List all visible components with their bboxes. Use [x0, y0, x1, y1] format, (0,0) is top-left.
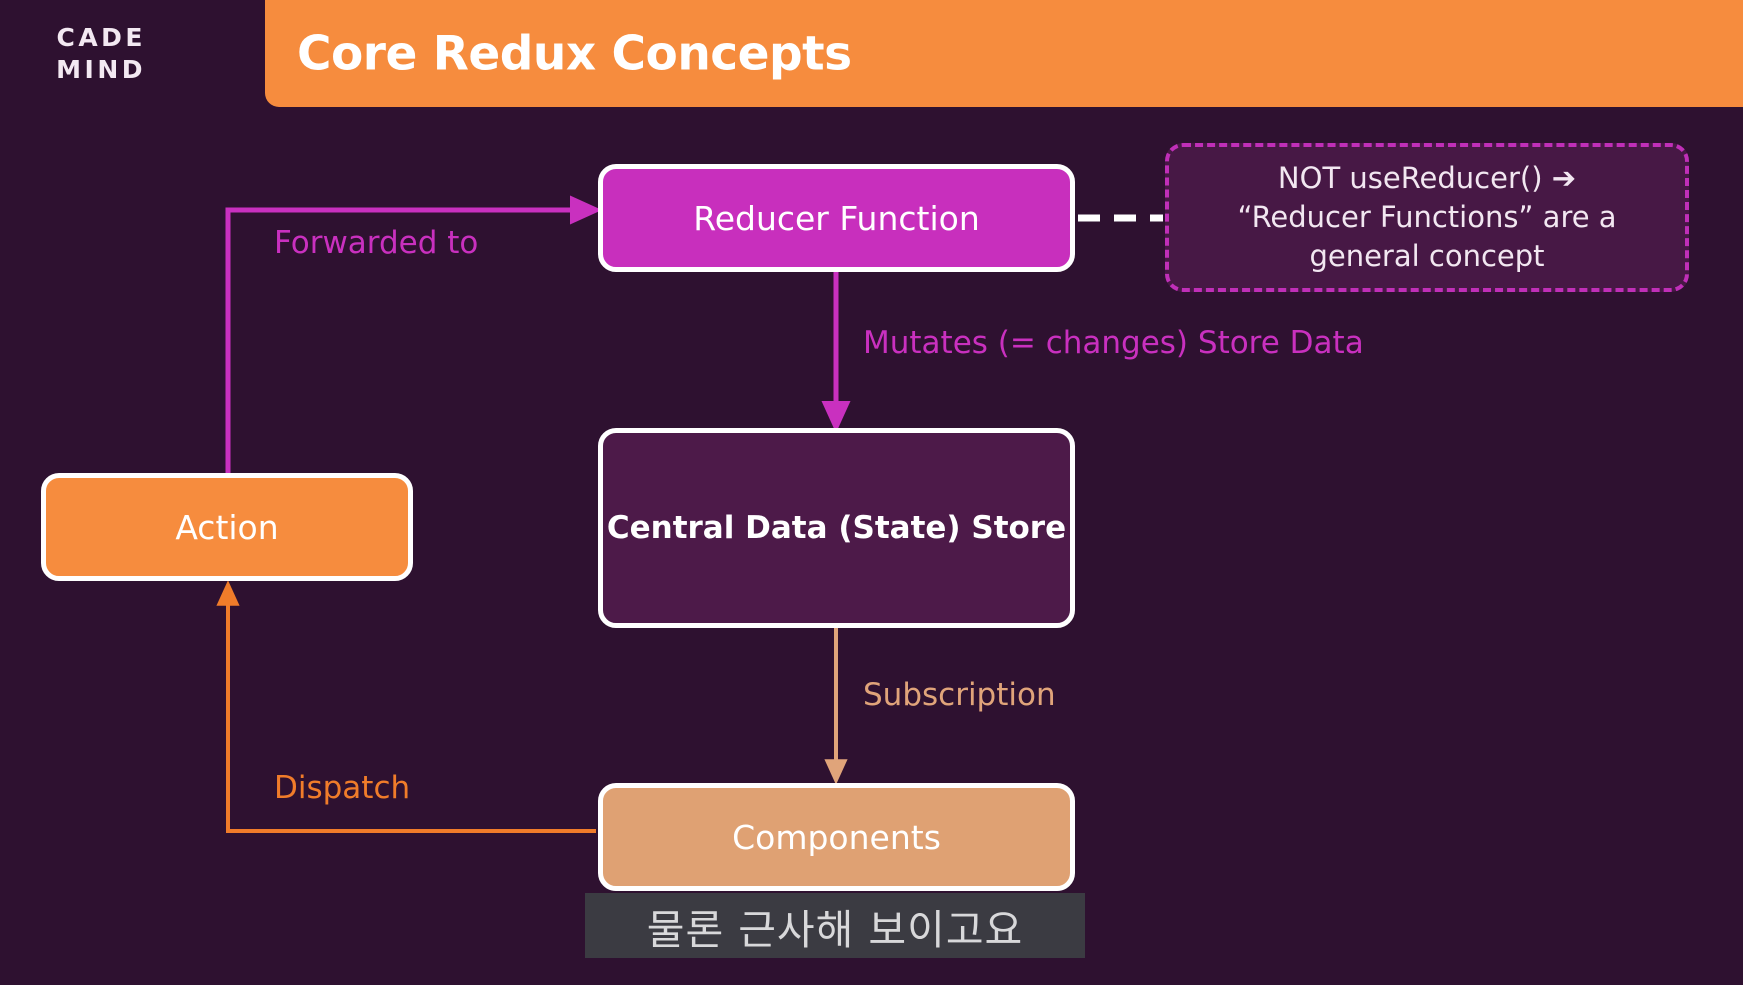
right-arrow-icon: ➔ — [1551, 161, 1577, 196]
node-reducer-function-label: Reducer Function — [693, 198, 980, 238]
edge-label-subscription: Subscription — [863, 677, 1056, 713]
node-action-label: Action — [175, 507, 279, 547]
subtitle-bar: 물론 근사해 보이고요 — [585, 893, 1085, 958]
subtitle-text: 물론 근사해 보이고요 — [646, 905, 1024, 954]
callout-note-line3: general concept — [1309, 238, 1545, 273]
node-central-data-store[interactable]: Central Data (State) Store — [598, 428, 1075, 628]
node-components[interactable]: Components — [598, 783, 1075, 891]
callout-reducer-note: NOT useReducer() ➔ “Reducer Functions” a… — [1165, 143, 1689, 292]
node-components-label: Components — [732, 817, 941, 857]
edge-forwarded-to — [225, 195, 602, 474]
edge-dispatch — [216, 580, 596, 833]
page-title: Core Redux Concepts — [297, 26, 852, 81]
edge-label-forwarded-to: Forwarded to — [274, 225, 479, 261]
node-action[interactable]: Action — [41, 473, 413, 581]
node-reducer-function[interactable]: Reducer Function — [598, 164, 1075, 272]
edge-label-dispatch: Dispatch — [274, 770, 411, 806]
node-central-data-store-label: Central Data (State) Store — [606, 509, 1067, 546]
edge-label-mutates: Mutates (= changes) Store Data — [863, 325, 1364, 361]
brand-logo: CADE MIND — [0, 22, 146, 86]
callout-note-line2: “Reducer Functions” are a — [1237, 200, 1617, 235]
brand-logo-line2: MIND — [56, 55, 146, 84]
callout-note-line1: NOT useReducer() — [1277, 161, 1543, 196]
brand-logo-line1: CADE — [56, 23, 146, 52]
header-bar: Core Redux Concepts — [265, 0, 1743, 107]
